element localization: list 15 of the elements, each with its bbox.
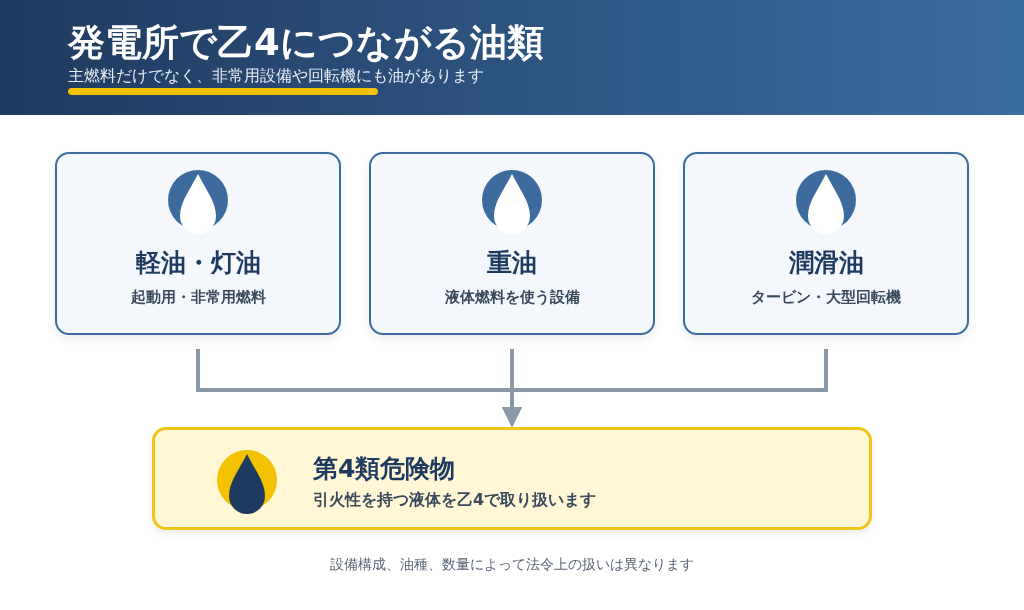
card-heading: 潤滑油: [787, 247, 865, 279]
footnote: 設備構成、油種、数量によって法令上の扱いは異なります: [329, 556, 695, 574]
card-description: 引火性を持つ液体を乙4で取り扱います: [313, 490, 598, 511]
card-description: タービン・大型回転機: [750, 288, 902, 307]
title: 発電所で乙4につながる油類: [68, 20, 544, 66]
card-description: 液体燃料を使う設備: [443, 288, 581, 307]
card-description: 起動用・非常用燃料: [129, 288, 267, 307]
category-card: [152, 427, 872, 530]
oil-type-card: [369, 152, 655, 335]
oil-type-card: [55, 152, 341, 335]
oil-type-card: [683, 152, 969, 335]
card-heading: 軽油・灯油: [134, 247, 262, 279]
subtitle: 主燃料だけでなく、非常用設備や回転機にも油があります: [68, 66, 484, 87]
card-heading: 重油: [486, 247, 538, 279]
card-heading: 第4類危険物: [313, 453, 457, 485]
